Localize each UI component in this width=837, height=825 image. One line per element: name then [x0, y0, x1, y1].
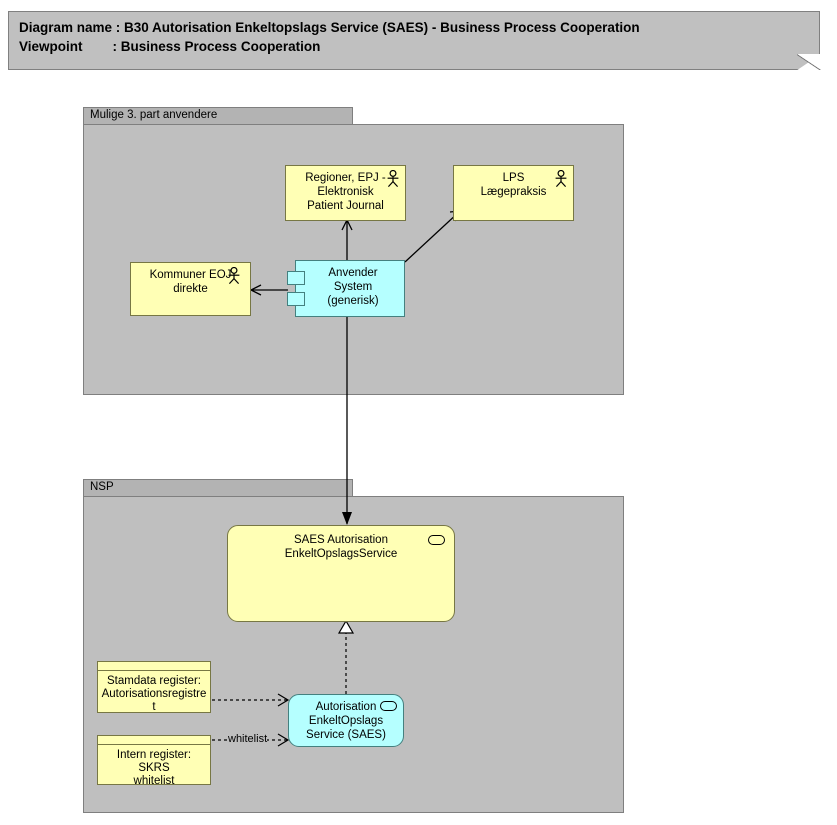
- node-stamdata-register[interactable]: Stamdata register: Autorisationsregistre…: [97, 661, 211, 713]
- service-icon: [380, 701, 397, 711]
- node-stamdata-register-label: Stamdata register: Autorisationsregistre…: [101, 675, 207, 713]
- connector-anvender-to-kommuner[interactable]: [249, 284, 288, 296]
- viewpoint-line: Viewpoint : Business Process Cooperation: [19, 39, 321, 54]
- group-nsp-title: NSP: [90, 481, 114, 493]
- group-third-party-users-tab: Mulige 3. part anvendere: [83, 107, 353, 125]
- data-object-header-strip: [98, 736, 210, 745]
- component-icon-tab-upper: [287, 271, 305, 285]
- service-icon: [428, 535, 445, 545]
- node-autorisation-enkeltopslags-service-label: Autorisation EnkeltOpslags Service (SAES…: [306, 701, 386, 741]
- node-saes-autorisation-service-label: SAES Autorisation EnkeltOpslagsService: [284, 534, 398, 560]
- connector-anvender-to-regioner[interactable]: [341, 218, 353, 260]
- connector-anvender-to-lps[interactable]: [404, 210, 462, 263]
- node-lps-laegepraksis-label: LPS Lægepraksis: [480, 172, 547, 198]
- node-lps-laegepraksis[interactable]: LPS Lægepraksis: [453, 165, 574, 221]
- node-intern-register-skrs[interactable]: Intern register: SKRS whitelist: [97, 735, 211, 787]
- node-anvender-system[interactable]: Anvender System (generisk): [287, 260, 405, 317]
- connector-anvender-to-saes-service[interactable]: [342, 317, 352, 525]
- actor-icon: [387, 170, 399, 188]
- data-object-header-strip: [98, 662, 210, 671]
- group-nsp-tab: NSP: [83, 479, 353, 497]
- actor-icon: [228, 267, 240, 285]
- node-anvender-system-label: Anvender System (generisk): [327, 267, 379, 307]
- connector-stamdata-to-autorisation[interactable]: [212, 693, 290, 707]
- connector-realization-autorisation-to-service[interactable]: [337, 619, 355, 694]
- node-autorisation-enkeltopslags-service[interactable]: Autorisation EnkeltOpslags Service (SAES…: [288, 694, 404, 747]
- diagram-title-plaque: Diagram name : B30 Autorisation Enkeltop…: [8, 11, 820, 70]
- node-saes-autorisation-service[interactable]: SAES Autorisation EnkeltOpslagsService: [227, 525, 455, 622]
- group-third-party-users-title: Mulige 3. part anvendere: [90, 109, 218, 121]
- diagram-name-line: Diagram name : B30 Autorisation Enkeltop…: [19, 20, 640, 35]
- node-intern-register-skrs-label: Intern register: SKRS whitelist: [116, 749, 192, 787]
- node-kommuner-eoj-label: Kommuner EOJ direkte: [149, 269, 232, 295]
- actor-icon: [555, 170, 567, 188]
- edge-label-whitelist: whitelist: [228, 733, 268, 745]
- component-icon-tab-lower: [287, 292, 305, 306]
- node-regioner-epj-label: Regioner, EPJ - Elektronisk Patient Jour…: [305, 172, 386, 212]
- node-regioner-epj[interactable]: Regioner, EPJ - Elektronisk Patient Jour…: [285, 165, 406, 221]
- node-kommuner-eoj[interactable]: Kommuner EOJ direkte: [130, 262, 251, 316]
